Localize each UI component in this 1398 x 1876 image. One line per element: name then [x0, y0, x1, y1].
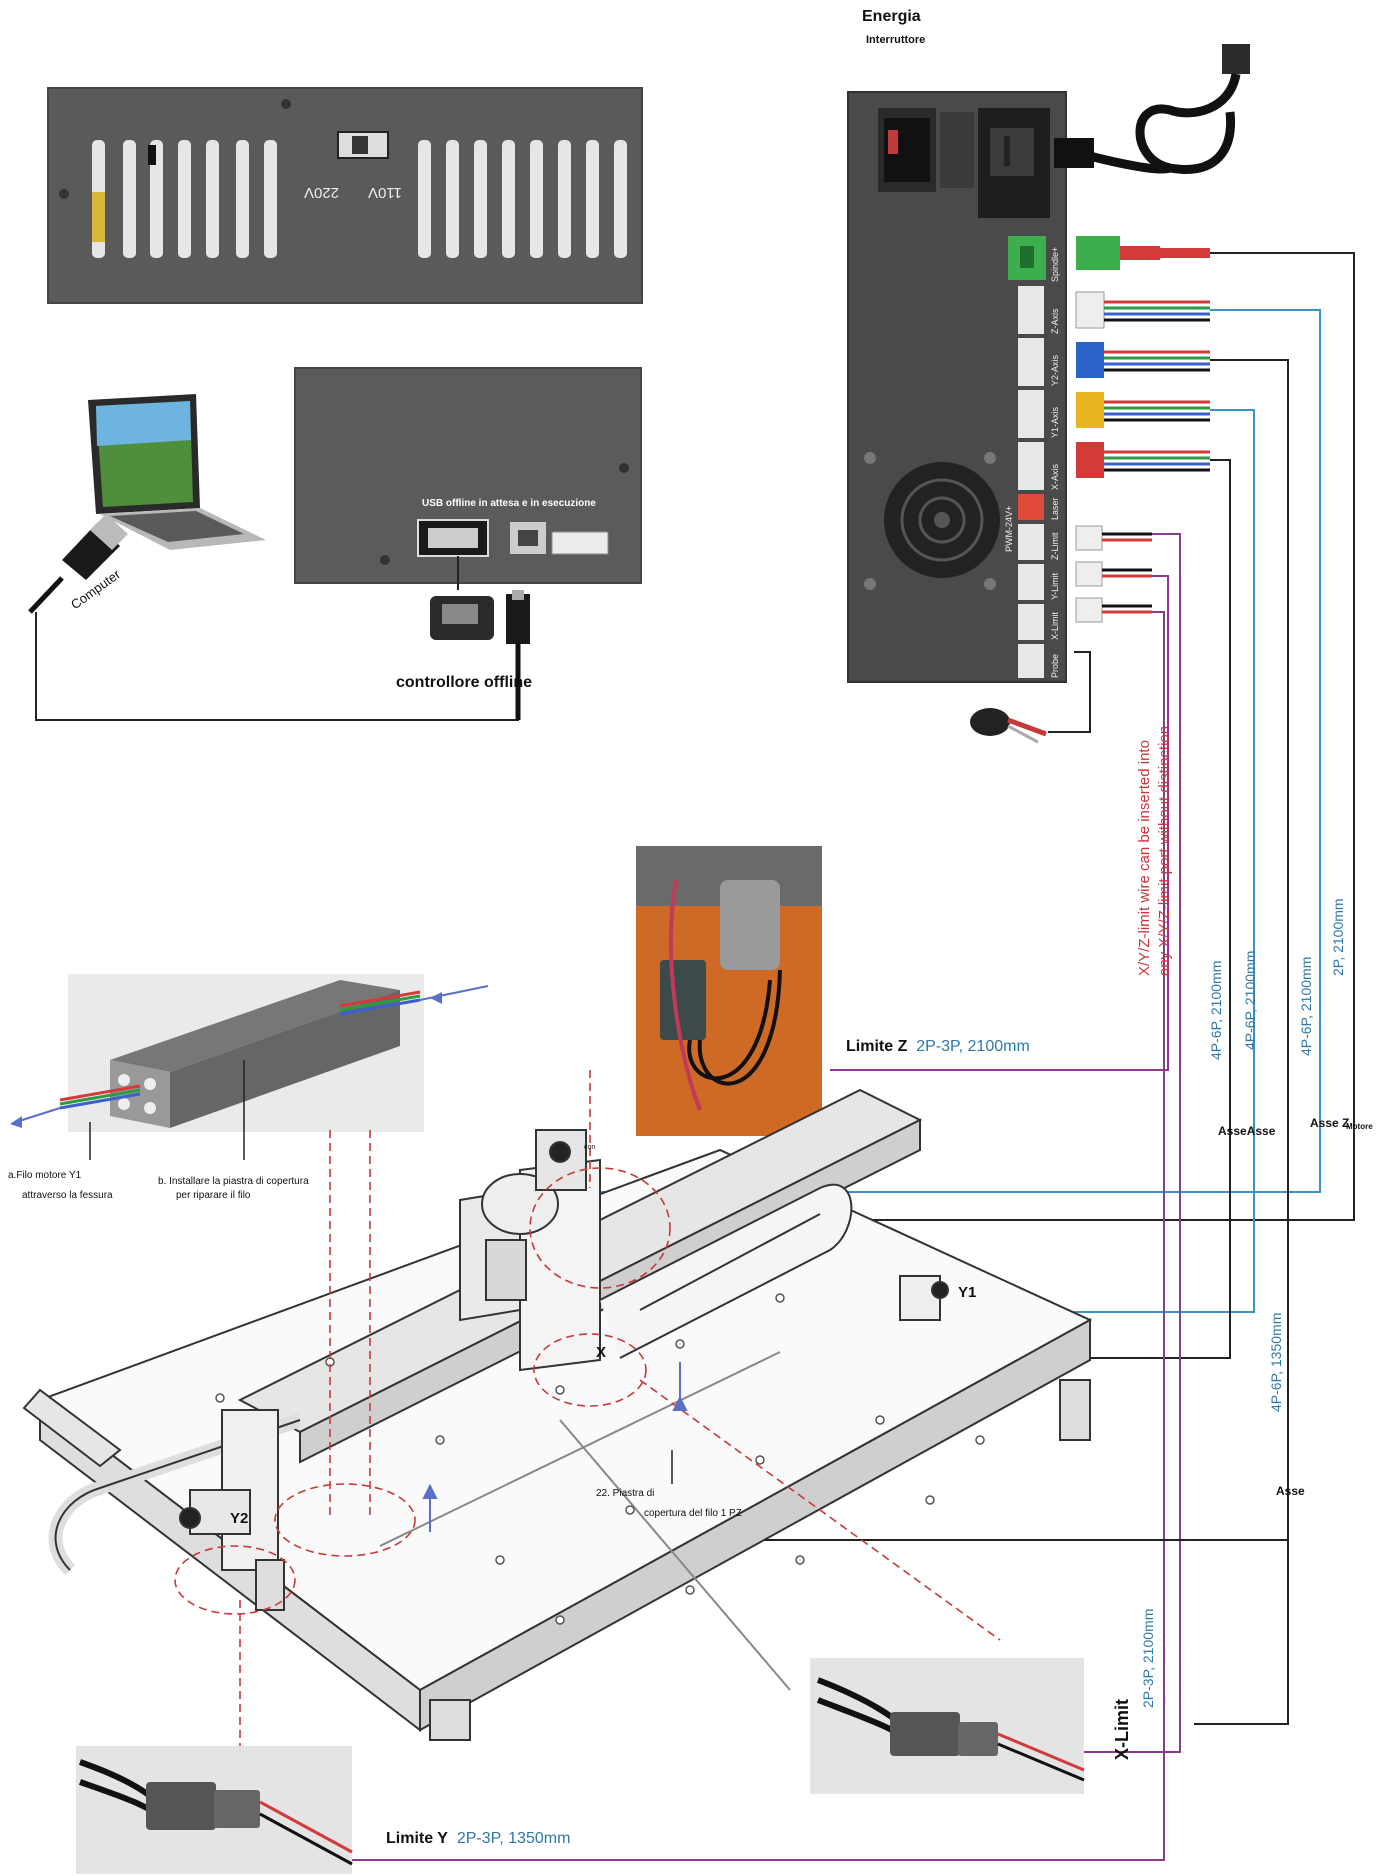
cable-spec-6: 2P-3P, 2100mm [1140, 1608, 1156, 1708]
limit-y-spec: 2P-3P, 1350mm [456, 1830, 571, 1847]
port-x-limit: X-Limit [1050, 611, 1060, 640]
limit-note-line2: any X/Y/Z-limit port without distinction… [1156, 721, 1173, 976]
limit-z-title: Limite Z [846, 1038, 908, 1055]
limit-z-label: Limite Z 2P-3P, 2100mm [846, 1038, 1030, 1056]
slot-profile-photo [10, 974, 489, 1160]
port-pwm: PWM-24V+ [1004, 505, 1014, 552]
cable-spec-3: 4P-6P, 2100mm [1298, 956, 1314, 1056]
con-label: con [584, 1144, 596, 1151]
callout-dashes [174, 1070, 1001, 1752]
limit-z-spec: 2P-3P, 2100mm [916, 1038, 1030, 1055]
cover-plate-arrows [422, 1362, 688, 1532]
port-laser: Laser [1050, 497, 1060, 520]
interruttore-label: Interruttore [866, 34, 926, 46]
usb-a-plug [28, 514, 128, 614]
psu-110v-label: 110V [368, 184, 402, 201]
limit-y-title: Limite Y [386, 1830, 448, 1847]
power-supply-panel [47, 87, 643, 304]
cnc-machine-drawing [22, 1088, 1093, 1741]
x-limit-title: X-Limit [1112, 1699, 1132, 1760]
usb-offline-label: USB offline in attesa e in esecuzione [422, 498, 596, 509]
y1-label: Y1 [958, 1284, 977, 1301]
z-limit-photo [636, 846, 822, 1136]
asse-z-label: Asse Z [1310, 1116, 1350, 1130]
cable-spec-1: 4P-6P, 2100mm [1208, 960, 1224, 1060]
port-probe: Probe [1050, 653, 1060, 678]
port-z-limit: Z-Limit [1050, 532, 1060, 561]
probe-clip-image [970, 651, 1091, 744]
cable-spec-2: 4P-6P, 2100mm [1242, 950, 1258, 1050]
laptop-image [88, 394, 266, 550]
power-cord-image [1054, 44, 1250, 174]
cable-spec-5: 4P-6P, 1350mm [1268, 1312, 1284, 1412]
port-spindle: Spindle+ [1050, 246, 1060, 282]
control-box-panel [847, 91, 1067, 683]
energia-label: Energia [862, 8, 921, 25]
board-holes [215, 1293, 985, 1625]
y-limit-photo [76, 1746, 353, 1874]
cover-plate-line1: 22. Piastra di [596, 1488, 655, 1499]
x-label: X [596, 1344, 607, 1361]
slot-caption-a2: attraverso la fessura [22, 1190, 113, 1201]
limit-note-line1: X/Y/Z-limit wire can be inserted into [1136, 740, 1153, 976]
offline-controller-label: controllore offline [396, 674, 532, 691]
asse-label-2: Asse [1276, 1484, 1305, 1498]
limit-y-label: Limite Y 2P-3P, 1350mm [386, 1830, 570, 1848]
slot-caption-a1: a.Filo motore Y1 [8, 1170, 82, 1181]
slot-caption-b1: b. Installare la piastra di copertura [158, 1176, 309, 1187]
port-x-axis: X-Axis [1050, 463, 1060, 490]
cable-spec-4: 2P, 2100mm [1330, 898, 1346, 976]
x-limit-photo [810, 1658, 1085, 1794]
cover-plate-line2: copertura del filo 1 PZ [644, 1508, 742, 1519]
controller-front-panel [294, 367, 642, 590]
port-y-limit: Y-Limit [1050, 572, 1060, 600]
offline-controller-device [430, 596, 494, 640]
asse-label-1: AsseAsse [1218, 1124, 1276, 1138]
motore-label: Motore [1346, 1122, 1373, 1131]
usb-b-plug [506, 590, 530, 720]
port-z-axis: Z-Axis [1050, 308, 1060, 335]
y2-label: Y2 [230, 1510, 249, 1527]
port-y1-axis: Y1-Axis [1050, 406, 1060, 438]
cable-connectors [1075, 236, 1210, 623]
psu-220v-label: 220V [304, 184, 340, 201]
port-y2-axis: Y2-Axis [1050, 354, 1060, 386]
slot-caption-b2: per riparare il filo [176, 1190, 251, 1201]
